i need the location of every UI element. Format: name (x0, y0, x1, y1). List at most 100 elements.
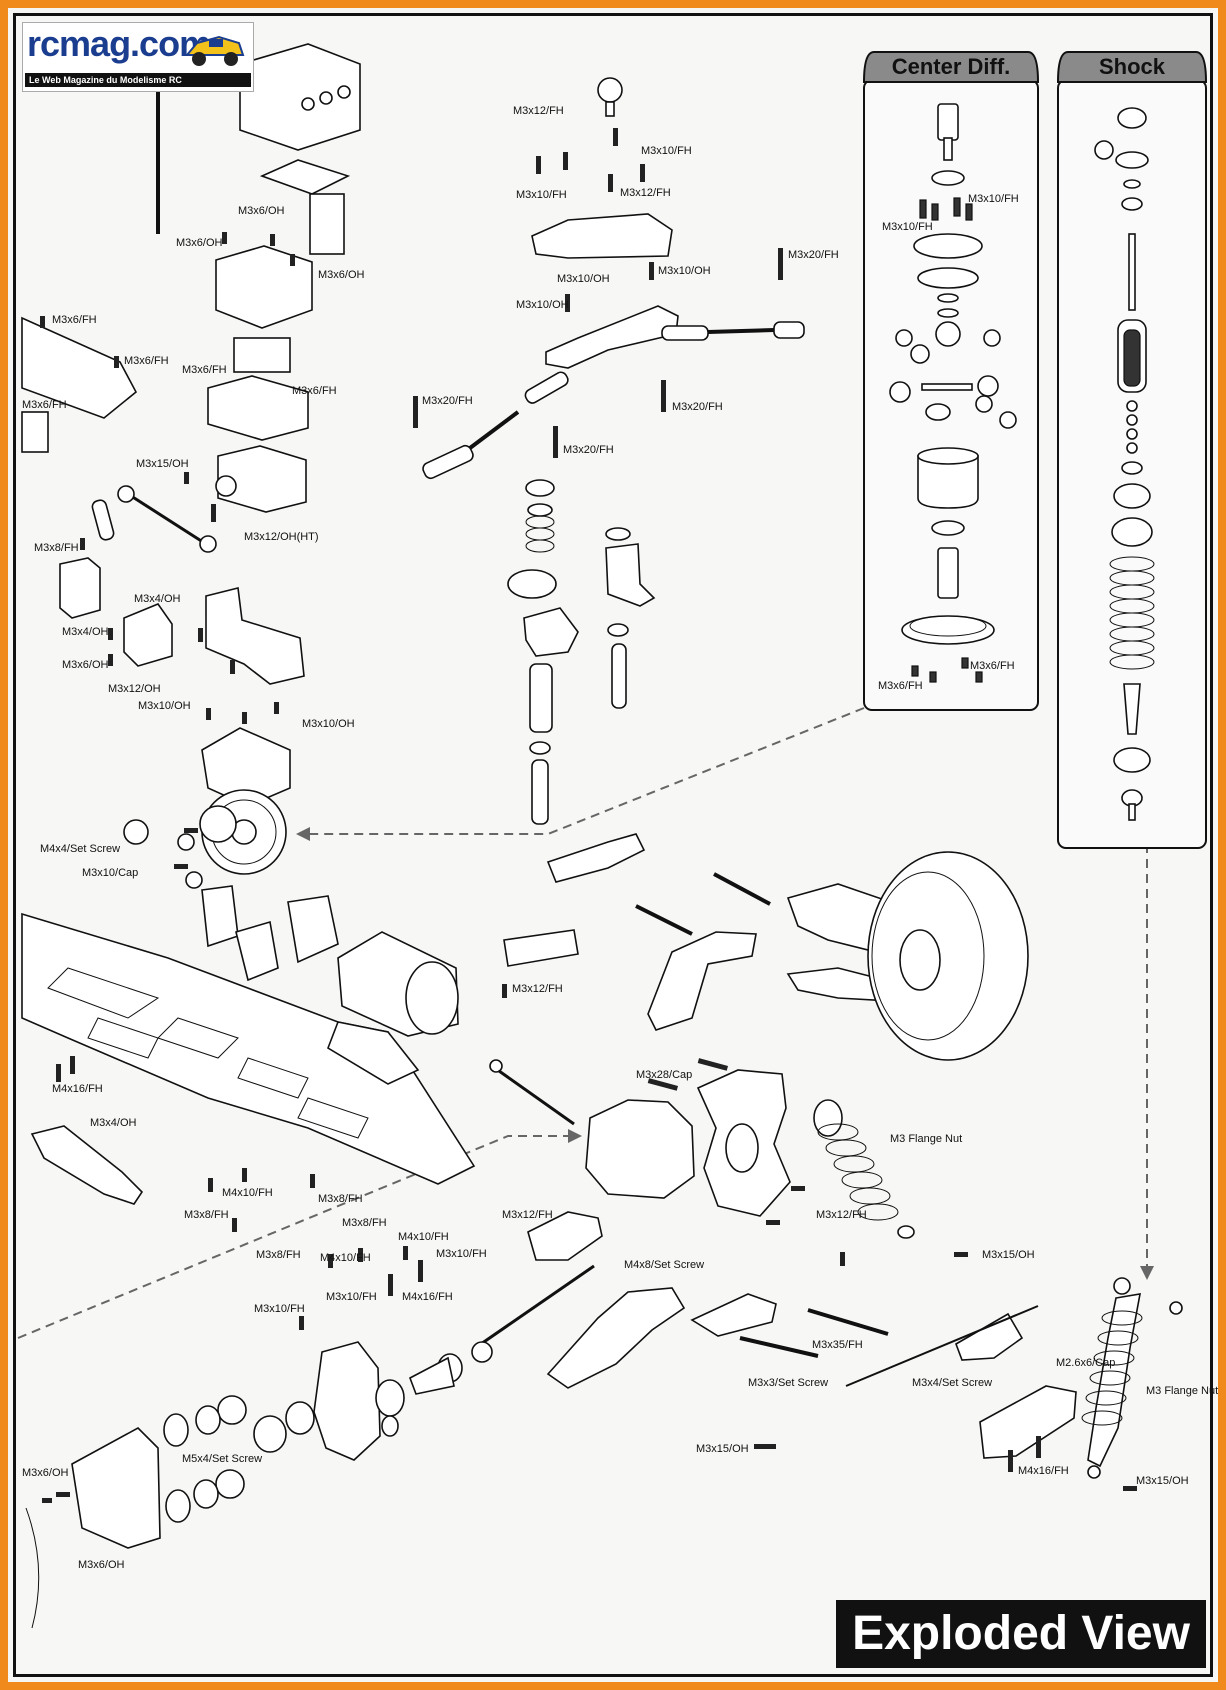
rear-gearbox (489, 1059, 791, 1217)
label-m3x12-fh: M3x12/FH (620, 187, 671, 199)
label-m3x6-fh: M3x6/FH (124, 355, 169, 367)
rear-shock-assembled (1081, 1277, 1183, 1479)
shock-panel: Shock (1056, 51, 1208, 849)
label-m3-flange-nut: M3 Flange Nut (890, 1133, 962, 1145)
label-m3x10-fh: M3x10/FH (968, 193, 1019, 205)
label-m3x12-fh: M3x12/FH (502, 1209, 553, 1221)
exploded-view-diagram: Center Diff. (17, 43, 1218, 1629)
exploded-view-banner: Exploded View (836, 1600, 1206, 1668)
logo-brand: rcmag.com (27, 23, 211, 64)
rear-hub-assembly (25, 1341, 493, 1629)
label-m3x10-fh: M3x10/FH (516, 189, 567, 201)
label-m4x16-fh: M4x16/FH (52, 1083, 103, 1095)
rear-shock (813, 1099, 915, 1239)
label-m4x10-fh: M4x10/FH (398, 1231, 449, 1243)
label-m3x12-fh: M3x12/FH (513, 105, 564, 117)
label-m4x10-fh: M4x10/FH (222, 1187, 273, 1199)
label-m3x8-fh: M3x8/FH (34, 542, 79, 554)
part-labels: M3x12/FH M3x10/FH M3x10/FH M3x12/FH M3x2… (22, 105, 1218, 1571)
label-m3x6-fh: M3x6/FH (878, 680, 923, 692)
servo-mount (259, 159, 351, 255)
label-m3x12-fh: M3x12/FH (512, 983, 563, 995)
label-m4x10-fh: M4x10/FH (320, 1252, 371, 1264)
label-m3x3-set-screw: M3x3/Set Screw (748, 1377, 828, 1389)
arrow-shock (1140, 1266, 1154, 1280)
esc-box (207, 245, 313, 441)
front-bumper (30, 1125, 144, 1205)
label-m3x8-fh: M3x8/FH (256, 1249, 301, 1261)
label-m3x15-oh: M3x15/OH (136, 458, 189, 470)
label-m3x10-cap: M3x10/Cap (82, 867, 138, 879)
spur-gear-assembly (123, 727, 291, 889)
label-m3x10-fh: M3x10/FH (641, 145, 692, 157)
steering-assembly (422, 77, 805, 480)
label-m3x10-fh: M3x10/FH (436, 1248, 487, 1260)
label-m3x15-oh: M3x15/OH (696, 1443, 749, 1455)
label-m3x4-oh: M3x4/OH (90, 1117, 137, 1129)
label-m3x12-fh: M3x12/FH (816, 1209, 867, 1221)
label-m3x6-oh: M3x6/OH (238, 205, 285, 217)
label-m3x8-fh: M3x8/FH (184, 1209, 229, 1221)
front-suspension (503, 833, 1029, 1061)
label-m3x6-oh: M3x6/OH (318, 269, 365, 281)
center-diff-panel: Center Diff. (862, 51, 1040, 711)
label-m3x10-oh: M3x10/OH (138, 700, 191, 712)
label-m3x6-fh: M3x6/FH (292, 385, 337, 397)
label-m3x6-fh: M3x6/FH (970, 660, 1015, 672)
exploded-view-title: Exploded View (852, 1607, 1190, 1660)
label-m4x16-fh: M4x16/FH (402, 1291, 453, 1303)
label-m3x15-oh: M3x15/OH (1136, 1475, 1189, 1487)
shock-title: Shock (1099, 54, 1166, 79)
receiver-box (156, 43, 361, 234)
center-diff-title: Center Diff. (892, 54, 1011, 79)
rear-suspension (477, 1211, 1077, 1459)
label-m3x15-oh: M3x15/OH (982, 1249, 1035, 1261)
motor (337, 931, 459, 1037)
label-m3x20-fh: M3x20/FH (788, 249, 839, 261)
label-m3x6-oh: M3x6/OH (176, 237, 223, 249)
front-spring-post (507, 479, 656, 825)
label-m3x10-oh: M3x10/OH (658, 265, 711, 277)
label-m3x10-fh: M3x10/FH (882, 221, 933, 233)
label-m3x8-fh: M3x8/FH (318, 1193, 363, 1205)
arrow-center-diff (296, 827, 310, 841)
label-m3x6-oh: M3x6/OH (22, 1467, 69, 1479)
label-m3x6-oh: M3x6/OH (62, 659, 109, 671)
motor-mount (201, 885, 459, 1037)
chassis-plate (21, 316, 476, 1185)
rc-car-icon (184, 35, 245, 66)
label-m3x28-cap: M3x28/Cap (636, 1069, 692, 1081)
label-m3x12-oh-ht: M3x12/OH(HT) (244, 531, 319, 543)
label-m3x10-oh: M3x10/OH (557, 273, 610, 285)
throttle-bracket (59, 557, 305, 685)
arrow-rear-diff (568, 1129, 582, 1143)
label-m3x20-fh: M3x20/FH (563, 444, 614, 456)
label-m4x4-set-screw: M4x4/Set Screw (40, 843, 120, 855)
label-m3x20-fh: M3x20/FH (422, 395, 473, 407)
front-wheel (867, 851, 1029, 1061)
label-m3x6-oh: M3x6/OH (78, 1559, 125, 1571)
label-m3x6-fh: M3x6/FH (22, 399, 67, 411)
label-m3x10-oh: M3x10/OH (516, 299, 569, 311)
shock-spring (1109, 556, 1155, 670)
rcmag-logo[interactable]: rcmag.com Le Web Magazine du Modelisme R… (22, 22, 254, 92)
guide-line-center-diff (308, 707, 865, 835)
label-m4x8-set-screw: M4x8/Set Screw (624, 1259, 704, 1271)
label-m3x6-fh: M3x6/FH (52, 314, 97, 326)
screws (40, 128, 1137, 1503)
steering-servo (91, 445, 307, 553)
label-m5x4-set-screw: M5x4/Set Screw (182, 1453, 262, 1465)
label-m3x10-fh: M3x10/FH (326, 1291, 377, 1303)
guide-line-rear-diff (17, 1135, 573, 1339)
label-m3-flange-nut: M3 Flange Nut (1146, 1385, 1218, 1397)
label-m3x10-fh: M3x10/FH (254, 1303, 305, 1315)
label-m3x12-oh: M3x12/OH (108, 683, 161, 695)
label-m3x4-oh: M3x4/OH (134, 593, 181, 605)
label-m3x8-fh: M3x8/FH (342, 1217, 387, 1229)
logo-tagline: Le Web Magazine du Modelisme RC (25, 73, 251, 87)
label-m4x16-fh: M4x16/FH (1018, 1465, 1069, 1477)
label-m3x10-oh: M3x10/OH (302, 718, 355, 730)
label-m3x6-fh: M3x6/FH (182, 364, 227, 376)
label-m3x35-fh: M3x35/FH (812, 1339, 863, 1351)
